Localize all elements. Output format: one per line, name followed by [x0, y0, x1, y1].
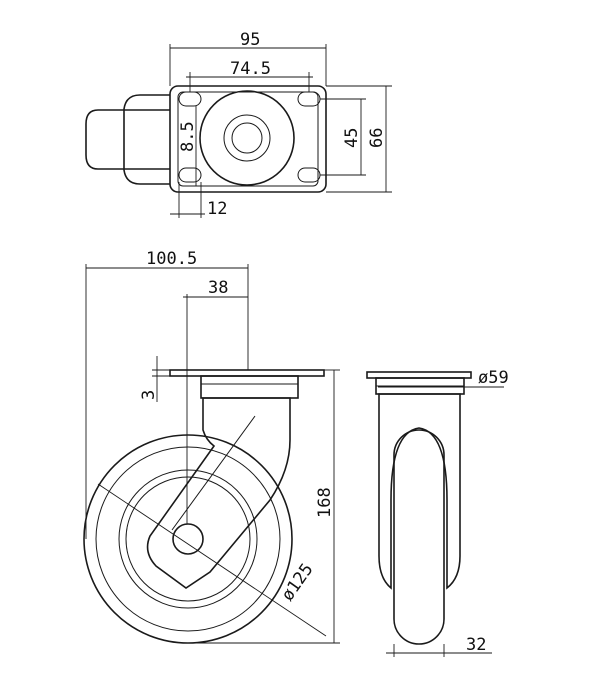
dim-top-width: 95 [240, 30, 260, 50]
fork [146, 397, 291, 589]
front-plate [366, 371, 472, 379]
front-view: ø59 32 [366, 368, 509, 657]
top-view-housing [123, 94, 170, 185]
wheel-tyre-outer [83, 434, 293, 644]
dim-hole-spacing-x: 74.5 [230, 59, 271, 79]
dim-wheel-diameter: ø125 [278, 560, 318, 605]
slot-hole-bottom-right [297, 167, 321, 183]
dim-plate-thickness: 3 [139, 390, 159, 400]
top-view: 95 74.5 45 66 8.5 12 [85, 30, 392, 219]
dim-overall-height: 168 [315, 487, 335, 518]
swivel-housing [200, 375, 299, 399]
wheel-tyre-inner [95, 446, 281, 632]
dim-offset-total: 100.5 [146, 249, 197, 269]
dim-swivel-offset: 38 [208, 278, 228, 298]
front-wheel [393, 429, 445, 645]
wheel-axle [172, 523, 204, 555]
top-plate-outline [169, 85, 327, 193]
side-view: 100.5 38 3 168 ø125 [83, 249, 340, 644]
dim-slot-width: 8.5 [178, 121, 198, 152]
front-fork [378, 393, 461, 590]
dim-king-diameter: ø59 [478, 368, 509, 388]
dim-top-height: 66 [367, 128, 387, 148]
kingpin-hole [231, 122, 263, 154]
swivel-race-outer [199, 90, 295, 186]
dim-hole-spacing-y: 45 [342, 128, 362, 148]
slot-hole-bottom-left [178, 167, 202, 183]
side-plate [169, 369, 325, 377]
dim-wheel-width: 32 [466, 635, 486, 655]
wheel-rim [118, 469, 258, 609]
slot-hole-top-left [178, 91, 202, 107]
dim-slot-length: 12 [207, 199, 227, 219]
